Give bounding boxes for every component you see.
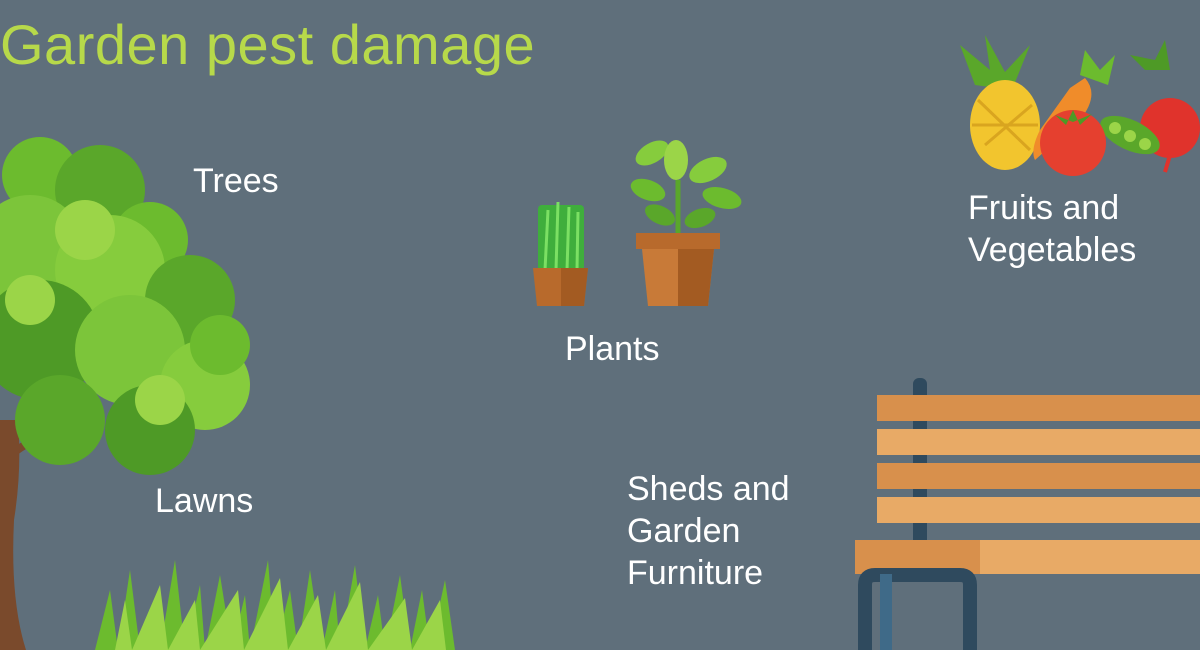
fruits-vegetables-icon [960,35,1200,176]
bench-icon [855,378,1200,650]
potted-plant-icon [630,140,742,306]
label-lawns: Lawns [155,482,254,520]
label-sheds-furniture: Sheds and Garden Furniture [627,470,790,592]
label-plants: Plants [565,330,660,368]
tree-icon [0,137,250,650]
potted-grass-icon [533,201,588,306]
label-fruits-vegetables: Fruits and Vegetables [968,189,1137,269]
label-trees: Trees [193,162,279,200]
page-title: Garden pest damage [0,13,536,76]
grass-icon [95,560,455,650]
